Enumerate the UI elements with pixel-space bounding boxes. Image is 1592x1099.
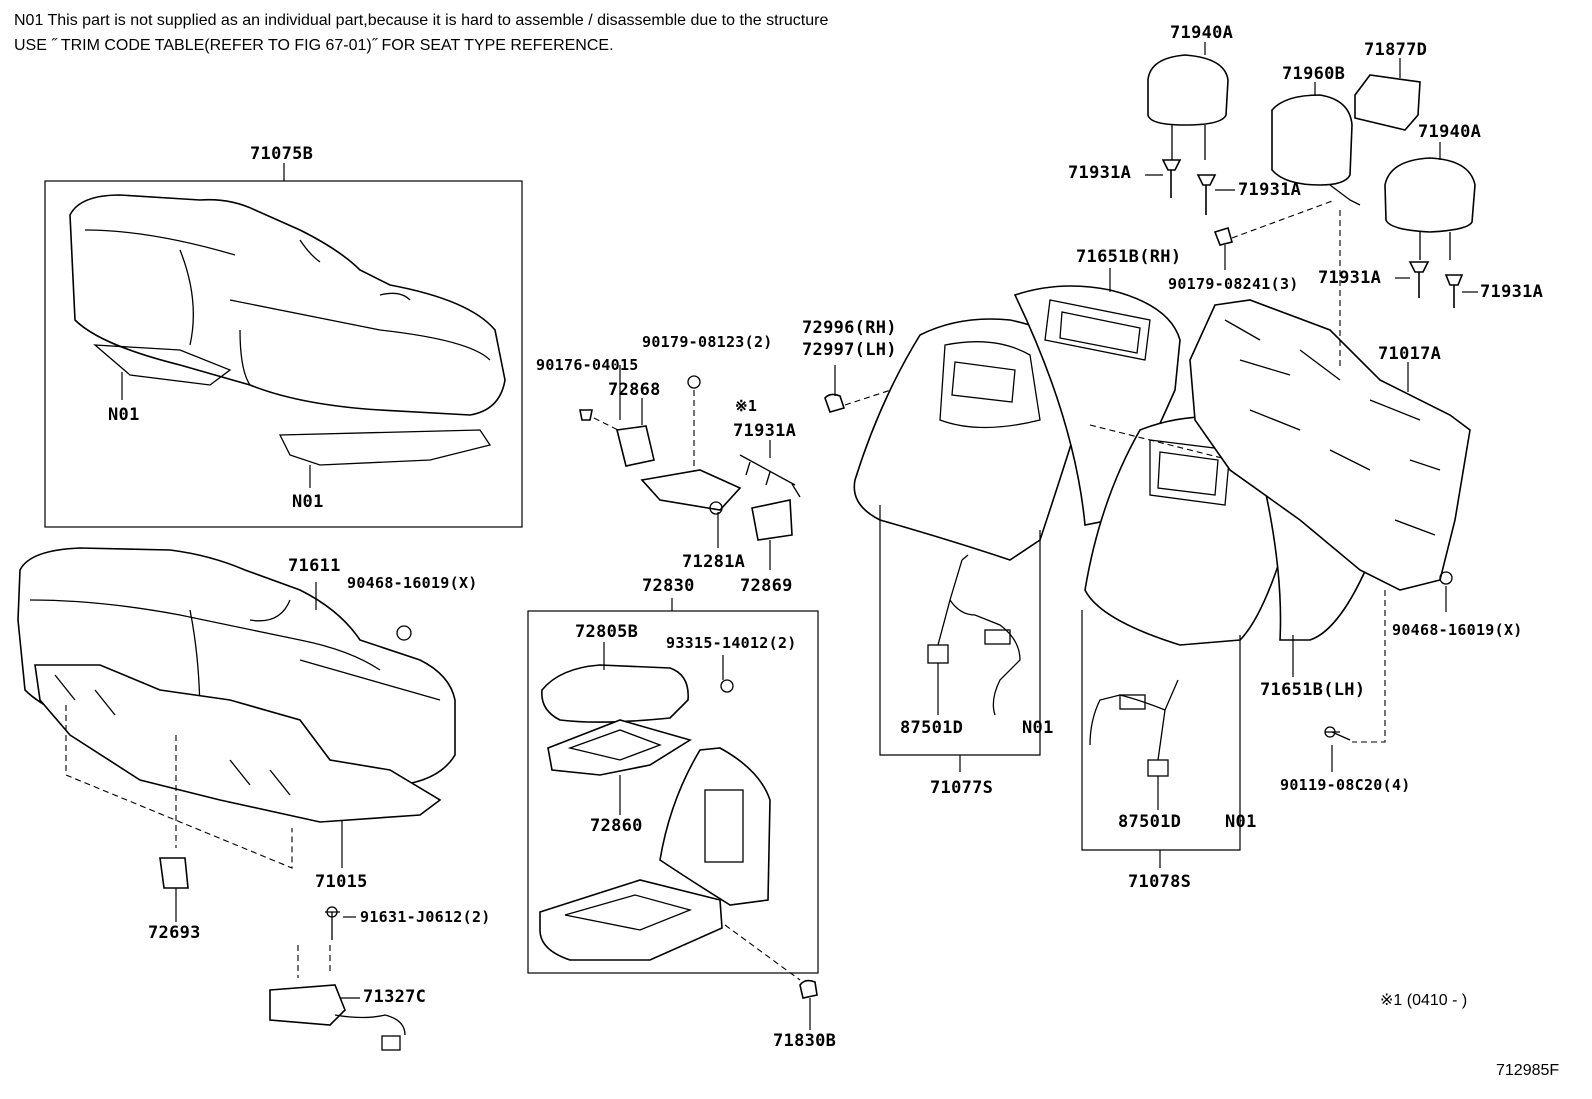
headrest-71960B-drawing — [1271, 94, 1361, 206]
label-n01-d: N01 — [1225, 812, 1257, 832]
label-72830: 72830 — [642, 576, 695, 596]
note-trim-code: USE ˝ TRIM CODE TABLE(REFER TO FIG 67-01… — [14, 37, 614, 54]
label-90179-08123: 90179-08123(2) — [642, 333, 773, 351]
label-93315-14012: 93315-14012(2) — [666, 634, 797, 652]
label-n01-c: N01 — [1022, 718, 1054, 738]
label-72693: 72693 — [148, 923, 201, 943]
label-72805B: 72805B — [575, 622, 639, 642]
clip-72996-drawing — [824, 393, 846, 413]
label-72868: 72868 — [608, 380, 661, 400]
label-91631-J0612: 91631-J0612(2) — [360, 908, 491, 926]
figure-code: 712985F — [1496, 1062, 1560, 1079]
label-n01-b: N01 — [292, 492, 324, 512]
label-n01-a: N01 — [108, 405, 140, 425]
label-71940A-right: 71940A — [1418, 122, 1482, 142]
label-71078S: 71078S — [1128, 872, 1192, 892]
label-71877D: 71877D — [1364, 40, 1428, 60]
label-71931A-4: 71931A — [1480, 282, 1544, 302]
label-71017A: 71017A — [1378, 344, 1442, 364]
label-72869: 72869 — [740, 576, 793, 596]
support-71931A-2-drawing — [1196, 174, 1217, 215]
label-71327C: 71327C — [363, 987, 427, 1007]
support-71931A-3-drawing — [1408, 261, 1430, 298]
label-87501D-b: 87501D — [1118, 812, 1182, 832]
label-90179-08241: 90179-08241(3) — [1168, 275, 1299, 293]
label-71281A: 71281A — [682, 552, 746, 572]
label-72860: 72860 — [590, 816, 643, 836]
armrest-bracket-drawing — [579, 375, 801, 541]
label-72997-lh: 72997(LH) — [802, 340, 897, 360]
headrest-71940A-right-drawing — [1384, 157, 1476, 260]
label-71931A-3: 71931A — [1318, 268, 1382, 288]
label-90468-16019-right: 90468-16019(X) — [1392, 621, 1523, 639]
label-71015: 71015 — [315, 872, 368, 892]
armrest-assembly-drawing — [539, 664, 771, 961]
support-71931A-4-drawing — [1444, 274, 1464, 308]
applicability-range-note: ※1 (0410 - ) — [1380, 992, 1468, 1009]
label-mark-1: ※1 — [735, 397, 758, 415]
label-71611: 71611 — [288, 556, 341, 576]
support-71931A-1-drawing — [1161, 159, 1182, 198]
clip-90179-08241-drawing — [1213, 226, 1233, 246]
seatbelt-buckle-rh-drawing — [927, 554, 1021, 716]
headrest-71940A-left-drawing — [1147, 54, 1229, 160]
label-72996-rh: 72996(RH) — [802, 318, 897, 338]
label-71931A-1: 71931A — [1068, 163, 1132, 183]
note-n01: N01 This part is not supplied as an indi… — [14, 12, 829, 29]
label-71075B: 71075B — [250, 144, 314, 164]
label-71960B: 71960B — [1282, 64, 1346, 84]
part-72693-drawing — [159, 857, 189, 889]
seat-module-drawing — [269, 906, 406, 1051]
clip-71830B-drawing — [799, 979, 818, 999]
label-71931A-mid: 71931A — [733, 421, 797, 441]
label-90119-08C20: 90119-08C20(4) — [1280, 776, 1411, 794]
label-90176-04015: 90176-04015 — [536, 356, 639, 374]
label-71931A-2: 71931A — [1238, 180, 1302, 200]
armrest-frame — [527, 610, 819, 974]
cover-71877D-drawing — [1354, 74, 1421, 131]
label-90468-16019-left: 90468-16019(X) — [347, 574, 478, 592]
label-71651B-lh: 71651B(LH) — [1260, 680, 1366, 700]
seatbelt-buckle-lh-drawing — [1089, 679, 1179, 777]
seat-cushion-pad-drawing — [17, 547, 456, 823]
label-71651B-rh: 71651B(RH) — [1076, 247, 1182, 267]
label-71940A-left: 71940A — [1170, 23, 1234, 43]
label-71830B: 71830B — [773, 1031, 837, 1051]
seat-cushion-cover-drawing — [69, 194, 506, 466]
label-71077S: 71077S — [930, 778, 994, 798]
label-87501D-a: 87501D — [900, 718, 964, 738]
